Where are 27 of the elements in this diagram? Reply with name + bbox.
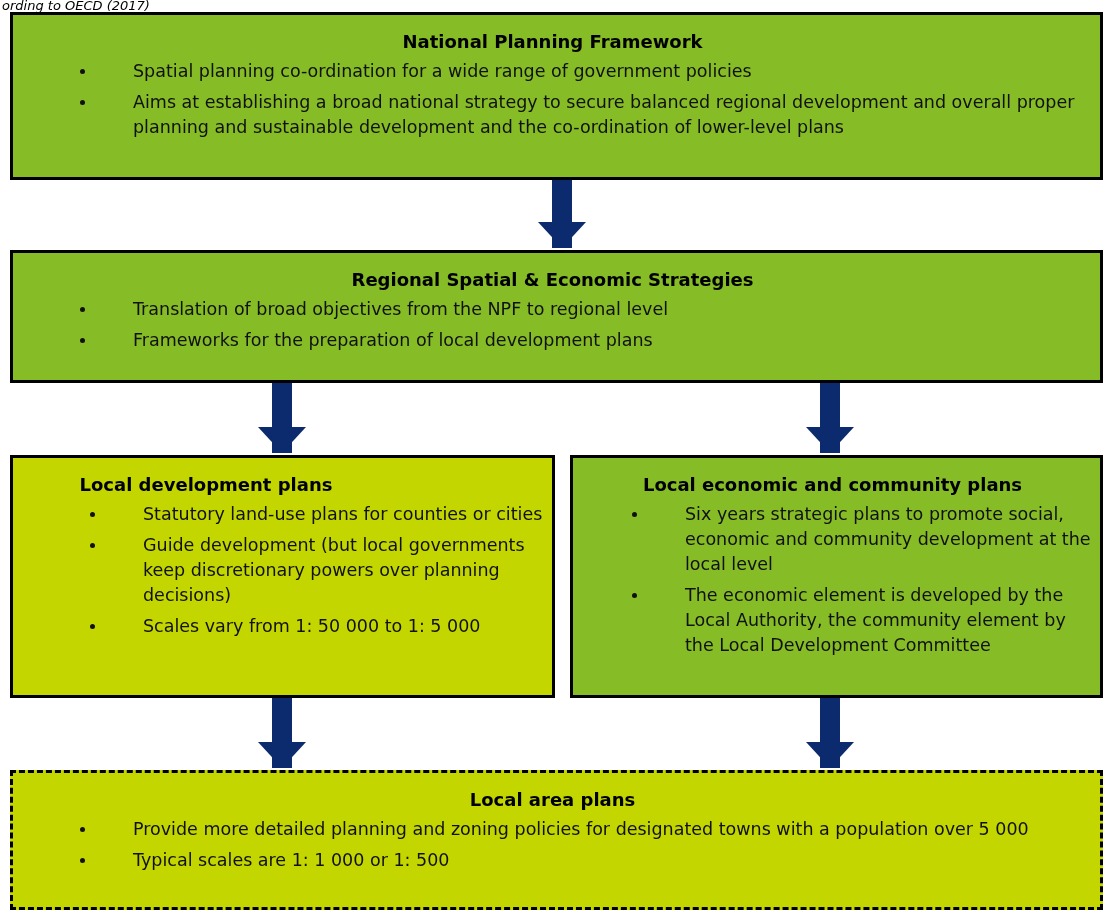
bullet-text: Spatial planning co-ordination for a wide range of government policies: [133, 61, 752, 81]
bullet-text: Translation of broad objectives from the NPF to regional level: [133, 299, 669, 319]
box-heading: Local development plans: [78, 473, 334, 497]
box-heading: Local area plans: [468, 788, 637, 812]
box-heading: Local economic and community plans: [641, 473, 1024, 497]
box-heading: Regional Spatial & Economic Strategies: [350, 268, 755, 292]
bullet-text: Typical scales are 1: 1 000 or 1: 500: [133, 850, 450, 870]
plan-box: [10, 250, 1103, 383]
source-note: ording to OECD (2017): [2, 0, 150, 12]
bullet-text: Scales vary from 1: 50 000 to 1: 5 000: [143, 616, 481, 636]
block-arrow: [806, 383, 854, 453]
block-arrow: [258, 698, 306, 768]
plan-box: [10, 770, 1103, 910]
bullet-text: Provide more detailed planning and zoning policies for designated towns with a population over 5 000: [133, 819, 1029, 839]
block-arrow: [258, 383, 306, 453]
bullet-text: Frameworks for the preparation of local development plans: [133, 330, 653, 350]
box-heading: National Planning Framework: [401, 30, 704, 54]
block-arrow: [538, 180, 586, 248]
bullet-text: Aims at establishing a broad national strategy to secure balanced regional development and overall proper planning and sustainable development and the co-ordination of lower-level plans: [133, 92, 1075, 137]
plan-box: [570, 455, 1103, 698]
bullet-text: Statutory land-use plans for counties or cities: [143, 504, 543, 524]
bullet-text: The economic element is developed by the Local Authority, the community element by the Local Development Committee: [685, 585, 1066, 655]
bullet-text: Six years strategic plans to promote social, economic and community development at the local level: [685, 504, 1091, 574]
plan-box: [10, 12, 1103, 180]
bullet-text: Guide development (but local governments keep discretionary powers over planning decisions): [143, 535, 525, 605]
plan-box: [10, 455, 555, 698]
block-arrow: [806, 698, 854, 768]
